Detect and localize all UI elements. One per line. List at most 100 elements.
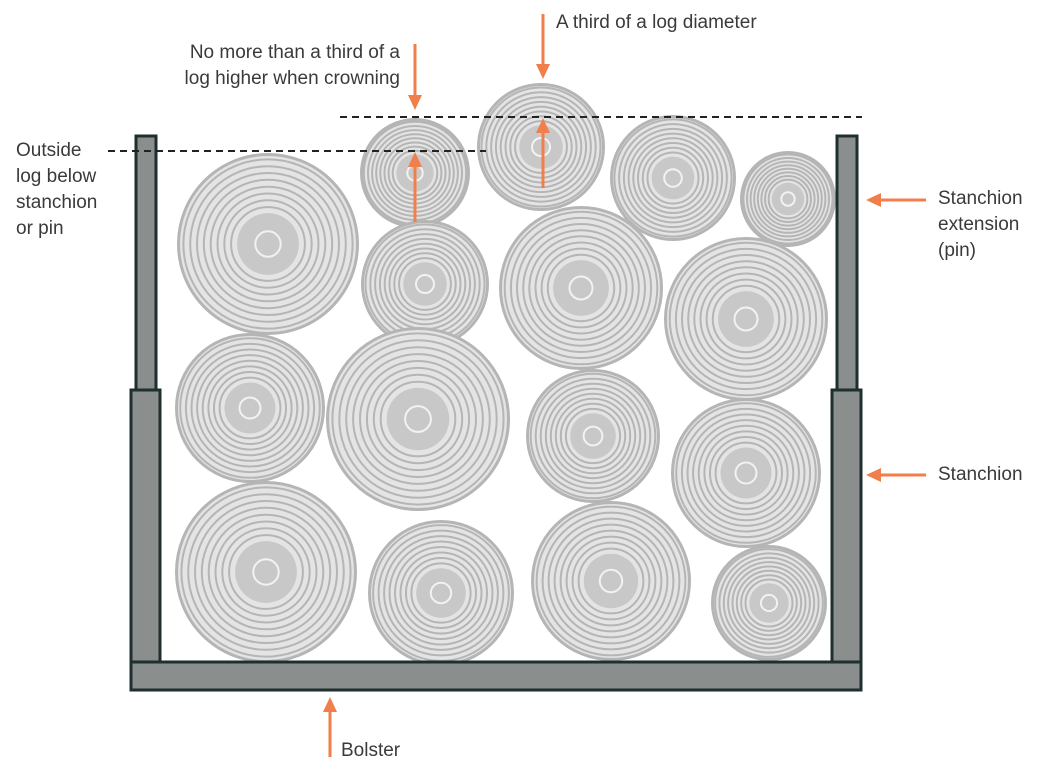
log-ring	[681, 254, 811, 384]
log-ring	[705, 278, 787, 360]
log-ring	[718, 552, 820, 654]
log-pith	[598, 568, 624, 594]
log-heartwood	[749, 583, 789, 623]
label-outside-line2: log below	[16, 166, 97, 187]
log-ring	[618, 123, 728, 233]
log-ring	[209, 185, 327, 303]
log-ring	[216, 192, 320, 296]
log-ring	[541, 511, 681, 651]
log-ring	[377, 529, 505, 657]
log-8	[664, 237, 828, 401]
log-ring	[744, 578, 794, 628]
log-ring	[760, 171, 816, 227]
label-pin-line2: extension	[938, 214, 1020, 235]
log-ring	[388, 247, 462, 321]
log-heartwood	[403, 262, 447, 306]
log-ring	[693, 266, 799, 372]
log-ring	[709, 436, 783, 510]
log-ring	[767, 178, 809, 220]
log-ring	[485, 91, 597, 203]
log-ring	[196, 354, 304, 462]
log-ring	[632, 137, 714, 219]
log-ring	[564, 407, 622, 465]
log-ring	[740, 574, 798, 632]
log-5	[740, 151, 836, 247]
log-pith	[238, 396, 262, 420]
log-ring	[731, 565, 807, 641]
log-ring	[546, 253, 616, 323]
log-heartwood	[224, 382, 276, 434]
log-13	[175, 481, 357, 663]
log-ring	[742, 153, 834, 245]
log-pith	[663, 168, 683, 188]
log-ring	[365, 366, 471, 472]
log-pith	[531, 137, 551, 157]
log-ring	[675, 402, 817, 544]
log-heartwood	[771, 182, 805, 216]
log-ring	[190, 348, 310, 468]
log-ring	[490, 96, 592, 198]
arrow-crowning-up	[408, 152, 422, 222]
log-6	[361, 220, 489, 348]
log-ring	[516, 223, 646, 353]
log-ring	[627, 132, 719, 224]
log-ring	[535, 505, 687, 657]
log-ring	[189, 165, 347, 323]
arrow-third-diameter-down	[536, 14, 550, 79]
log-ring	[405, 557, 477, 629]
log-ring	[221, 527, 311, 617]
stanchion-pin-left	[134, 134, 158, 392]
log-heartwood	[386, 387, 450, 451]
log-ring	[686, 413, 806, 533]
log-ring	[230, 206, 306, 282]
log-ring	[547, 517, 675, 645]
log-ring	[399, 551, 483, 635]
label-pin-line3: (pin)	[938, 240, 977, 261]
log-ring	[179, 337, 321, 479]
label-pin-line1: Stanchion	[938, 188, 1023, 209]
log-ring	[697, 424, 795, 522]
log-4	[610, 115, 736, 241]
label-outside-line1: Outside	[16, 140, 82, 161]
log-9	[175, 333, 325, 483]
log-ring	[714, 441, 778, 505]
log-ring	[674, 247, 818, 391]
log-ring	[764, 175, 812, 223]
log-pith	[568, 275, 594, 301]
log-ring	[509, 216, 653, 360]
log-ring	[735, 569, 803, 637]
log-ring	[207, 513, 325, 631]
log-pith	[734, 461, 758, 485]
log-16	[711, 545, 827, 661]
label-outside-line4: or pin	[16, 218, 64, 239]
log-ring	[703, 430, 789, 516]
log-ring	[480, 86, 602, 208]
log-ring	[194, 500, 338, 644]
log-ring	[753, 164, 823, 234]
log-ring	[331, 332, 505, 506]
log-ring	[622, 127, 724, 229]
log-ring	[187, 493, 345, 651]
log-ring	[393, 252, 457, 316]
log-ring	[503, 210, 659, 366]
log-pith	[582, 425, 604, 447]
arrow-bolster	[323, 697, 337, 757]
log-ring	[207, 365, 293, 451]
log-ring	[534, 377, 652, 495]
stanchion-right	[830, 388, 863, 664]
log-ring	[504, 110, 578, 184]
log-ring	[711, 284, 781, 354]
log-ring	[559, 402, 627, 470]
log-heartwood	[553, 260, 609, 316]
log-ring	[637, 142, 709, 214]
log-pith	[780, 191, 796, 207]
log-ring	[213, 371, 287, 445]
log-ring	[756, 167, 820, 231]
arrow-head	[866, 468, 881, 482]
log-ring	[228, 534, 304, 610]
log-heartwood	[651, 156, 695, 200]
log-ring	[214, 520, 318, 624]
log-pith	[759, 593, 779, 613]
arrow-head	[536, 64, 550, 79]
